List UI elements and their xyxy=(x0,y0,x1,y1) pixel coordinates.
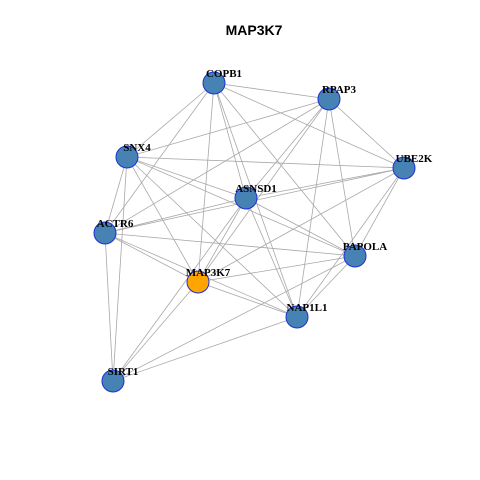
node-rpap3 xyxy=(317,87,341,111)
node-label-sirt1: SIRT1 xyxy=(108,366,139,378)
edge-papola-sirt1 xyxy=(112,255,356,382)
node-sirt1 xyxy=(101,369,125,393)
edge-copb1-asnsd1 xyxy=(213,82,247,199)
edge-nap1l1-sirt1 xyxy=(112,316,298,382)
node-map3k7 xyxy=(186,270,210,294)
node-snx4 xyxy=(115,145,139,169)
edge-map3k7-sirt1 xyxy=(112,281,199,382)
edge-layer xyxy=(104,82,405,382)
edge-copb1-ube2k xyxy=(213,82,405,169)
node-label-asnsd1: ASNSD1 xyxy=(235,183,277,195)
node-label-map3k7: MAP3K7 xyxy=(186,267,231,279)
edge-rpap3-snx4 xyxy=(126,98,330,158)
edge-ube2k-map3k7 xyxy=(197,167,405,283)
node-label-copb1: COPB1 xyxy=(206,68,242,80)
edge-copb1-rpap3 xyxy=(213,82,330,100)
edge-snx4-asnsd1 xyxy=(126,156,247,199)
edge-rpap3-papola xyxy=(328,98,356,257)
node-label-nap1l1: NAP1L1 xyxy=(287,302,328,314)
edge-snx4-map3k7 xyxy=(126,156,199,283)
node-label-ube2k: UBE2K xyxy=(396,153,433,165)
node-copb1 xyxy=(202,71,226,95)
node-label-actr6: ACTR6 xyxy=(97,218,134,230)
edge-map3k7-nap1l1 xyxy=(197,281,298,318)
edge-ube2k-papola xyxy=(354,167,405,257)
edge-snx4-nap1l1 xyxy=(126,156,298,318)
edge-copb1-snx4 xyxy=(126,82,215,158)
edge-copb1-papola xyxy=(213,82,356,257)
edge-asnsd1-papola xyxy=(245,197,356,257)
node-label-snx4: SNX4 xyxy=(123,142,151,154)
node-papola xyxy=(343,244,367,268)
node-label-papola: PAPOLA xyxy=(343,241,387,253)
node-label-rpap3: RPAP3 xyxy=(322,84,357,96)
edge-papola-map3k7 xyxy=(197,255,356,283)
edge-actr6-map3k7 xyxy=(104,232,199,283)
edge-asnsd1-map3k7 xyxy=(197,197,247,283)
edge-rpap3-actr6 xyxy=(104,98,330,234)
edge-rpap3-asnsd1 xyxy=(245,98,330,199)
edge-snx4-actr6 xyxy=(104,156,128,234)
edge-rpap3-ube2k xyxy=(328,98,405,169)
edge-rpap3-nap1l1 xyxy=(296,98,330,318)
node-ube2k xyxy=(392,156,416,180)
edge-asnsd1-actr6 xyxy=(104,197,247,234)
node-layer xyxy=(93,71,416,393)
edge-snx4-ube2k xyxy=(126,156,405,169)
edge-copb1-map3k7 xyxy=(197,82,215,283)
node-asnsd1 xyxy=(234,186,258,210)
edge-actr6-sirt1 xyxy=(104,232,114,382)
node-actr6 xyxy=(93,221,117,245)
edge-rpap3-map3k7 xyxy=(197,98,330,283)
edge-actr6-papola xyxy=(104,232,356,257)
edge-snx4-sirt1 xyxy=(112,156,128,382)
edge-asnsd1-sirt1 xyxy=(112,197,247,382)
edge-ube2k-asnsd1 xyxy=(245,167,405,199)
edge-ube2k-nap1l1 xyxy=(296,167,405,318)
edge-asnsd1-nap1l1 xyxy=(245,197,298,318)
edge-papola-nap1l1 xyxy=(296,255,356,318)
graph-title: MAP3K7 xyxy=(226,22,283,38)
node-nap1l1 xyxy=(285,305,309,329)
